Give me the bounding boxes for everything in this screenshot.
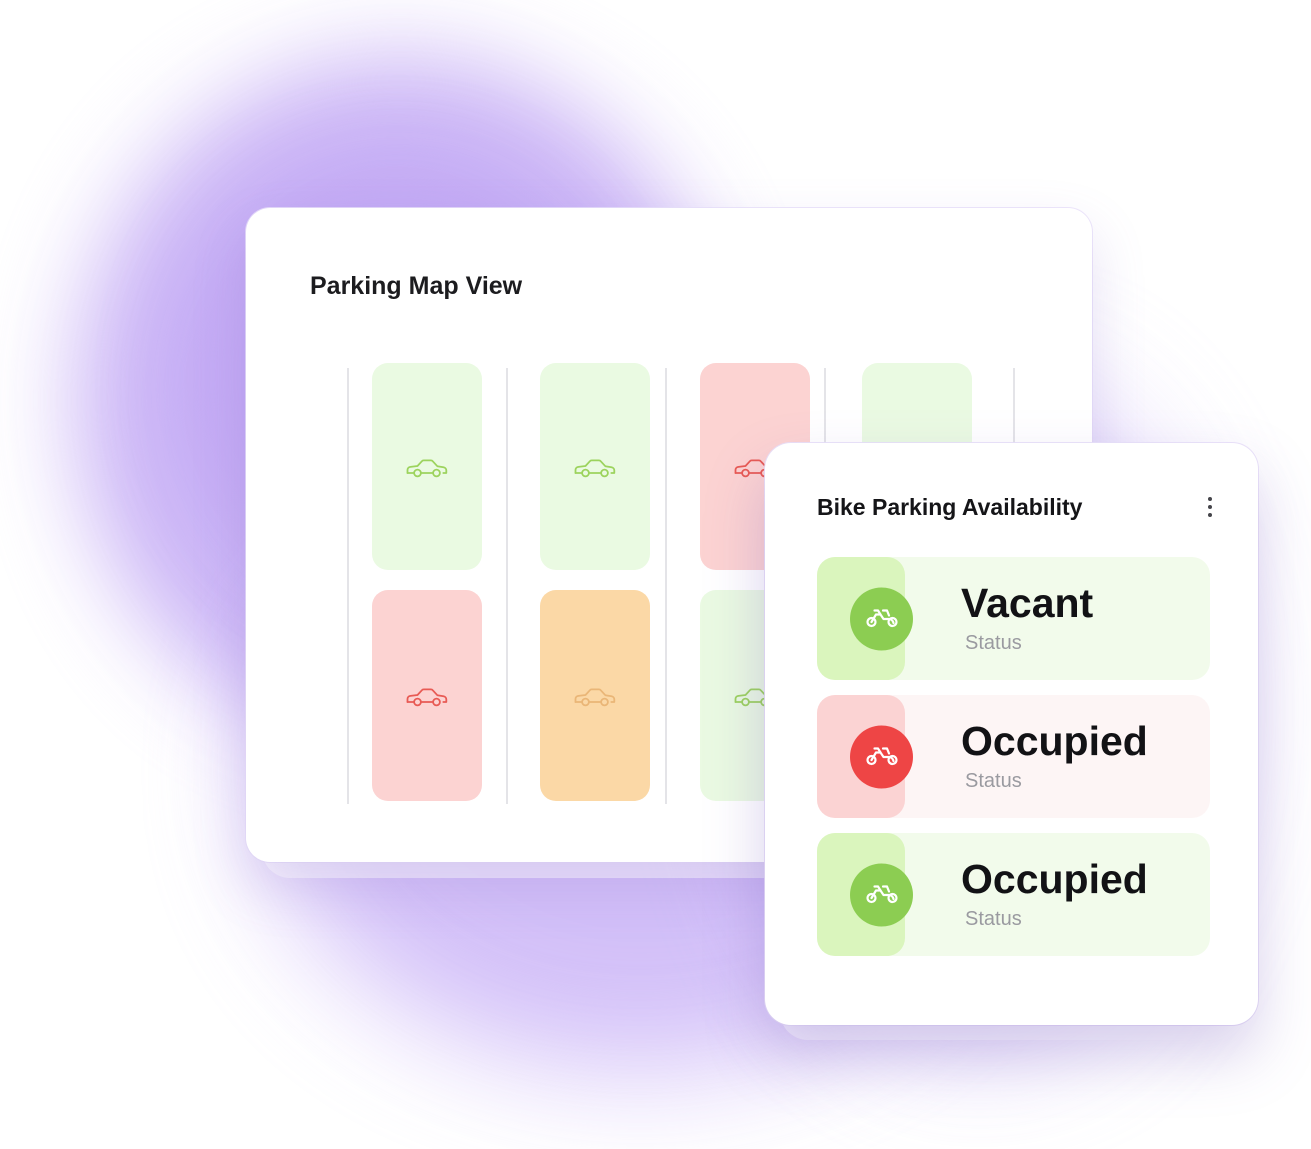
bike-status-row[interactable]: Occupied Status bbox=[817, 695, 1210, 818]
car-icon bbox=[571, 683, 619, 709]
status-circle bbox=[850, 725, 913, 788]
status-label: Status bbox=[965, 769, 1022, 792]
status-value: Vacant bbox=[961, 580, 1094, 627]
bike-status-row[interactable]: Occupied Status bbox=[817, 833, 1210, 956]
bike-parking-card: Bike Parking Availability Vacant Status bbox=[765, 443, 1258, 1025]
motorcycle-icon bbox=[865, 880, 899, 909]
lane-divider bbox=[665, 368, 667, 804]
status-value: Occupied bbox=[961, 856, 1148, 903]
status-value: Occupied bbox=[961, 718, 1148, 765]
car-icon bbox=[403, 454, 451, 480]
lane-divider bbox=[347, 368, 349, 804]
status-label: Status bbox=[965, 631, 1022, 654]
motorcycle-icon bbox=[865, 742, 899, 771]
parking-map-title: Parking Map View bbox=[310, 272, 523, 300]
parking-slot[interactable] bbox=[540, 363, 650, 570]
bike-status-list: Vacant Status Occupied Status bbox=[817, 557, 1210, 956]
lane-divider bbox=[506, 368, 508, 804]
parking-slot[interactable] bbox=[540, 590, 650, 801]
status-circle bbox=[850, 587, 913, 650]
status-text-block: Vacant Status bbox=[961, 582, 1093, 654]
status-text-block: Occupied Status bbox=[961, 720, 1148, 792]
status-text-block: Occupied Status bbox=[961, 858, 1148, 930]
car-icon bbox=[571, 454, 619, 480]
bike-status-row[interactable]: Vacant Status bbox=[817, 557, 1210, 680]
status-label: Status bbox=[965, 907, 1022, 930]
parking-slot[interactable] bbox=[372, 590, 482, 801]
parking-slot[interactable] bbox=[372, 363, 482, 570]
bike-card-header: Bike Parking Availability bbox=[817, 491, 1218, 523]
status-circle bbox=[850, 863, 913, 926]
kebab-menu-icon[interactable] bbox=[1202, 491, 1218, 523]
motorcycle-icon bbox=[865, 604, 899, 633]
car-icon bbox=[403, 683, 451, 709]
bike-card-title: Bike Parking Availability bbox=[817, 493, 1083, 520]
